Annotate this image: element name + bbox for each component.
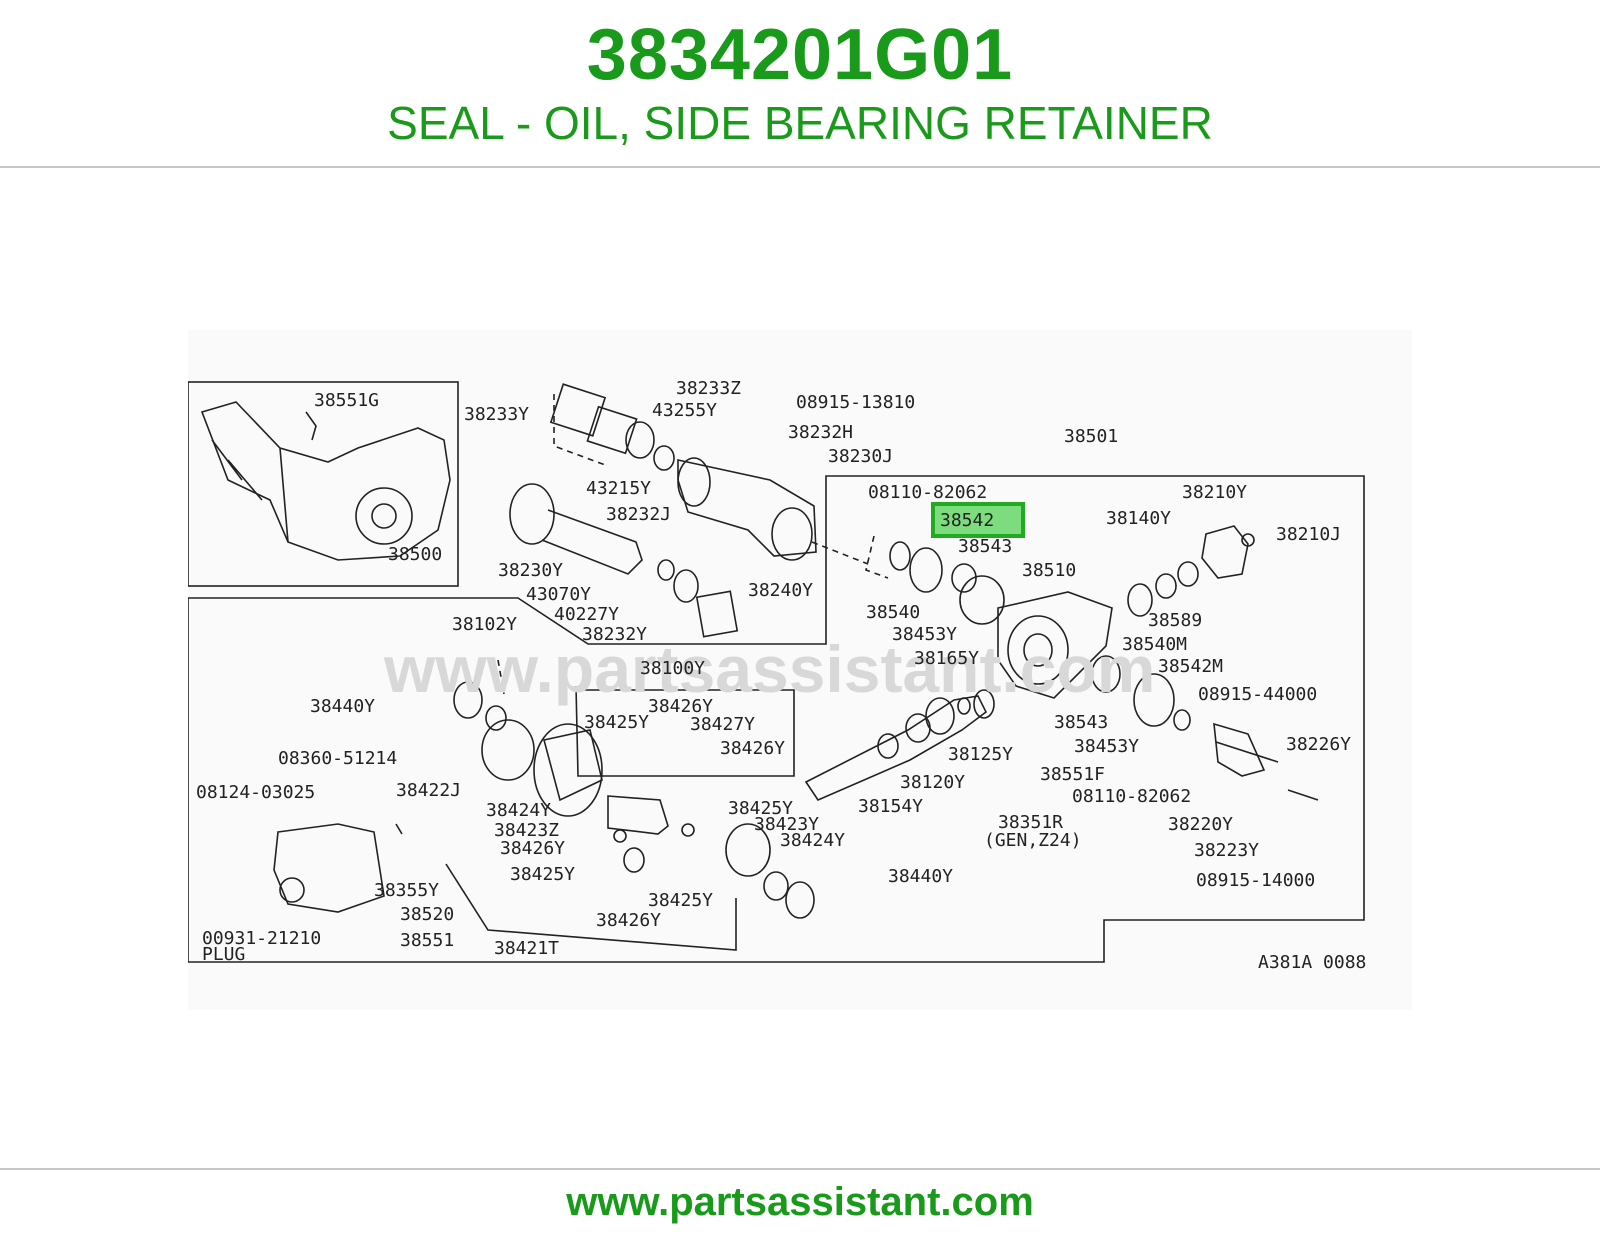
rear-cover-drawing [273, 823, 403, 913]
part-label: 38140Y [1106, 508, 1171, 529]
exploded-view-drawing: www.partsassistant.com 38551G 38500 3823… [187, 378, 1366, 973]
part-label: 08110-82062 [868, 482, 987, 503]
part-label: 08360-51214 [278, 748, 397, 769]
part-label: 38440Y [310, 696, 375, 717]
part-label: 38223Y [1194, 840, 1259, 861]
parts-diagram: www.partsassistant.com 38551G 38500 3823… [187, 330, 1412, 1010]
part-label: 38453Y [892, 624, 957, 645]
part-label: 43215Y [586, 478, 651, 499]
page-header: 3834201G01 SEAL - OIL, SIDE BEARING RETA… [0, 0, 1600, 170]
inset-label: 38500 [388, 544, 442, 565]
footer-divider [0, 1168, 1600, 1170]
inset-label: 38551G [314, 390, 379, 411]
part-label: 08915-13810 [796, 392, 915, 413]
header-divider [0, 166, 1600, 168]
part-label: 38426Y [500, 838, 565, 859]
part-label: 38424Y [780, 830, 845, 851]
part-label: 38423Y [754, 814, 819, 835]
highlighted-part-label: 38542 [940, 510, 994, 531]
part-label: 00931-21210 [202, 928, 321, 949]
part-label: 08110-82062 [1072, 786, 1191, 807]
leader-lines [445, 863, 737, 951]
part-label: 38426Y [720, 738, 785, 759]
plug-note: PLUG [202, 944, 245, 965]
part-label: 38220Y [1168, 814, 1233, 835]
part-label: 38125Y [948, 744, 1013, 765]
part-label: 40227Y [554, 604, 619, 625]
part-label: 08915-44000 [1198, 684, 1317, 705]
part-label: 08915-14000 [1196, 870, 1315, 891]
site-url[interactable]: www.partsassistant.com [566, 1180, 1034, 1224]
part-label: 38102Y [452, 614, 517, 635]
part-label: 38510 [1022, 560, 1076, 581]
part-label: 38165Y [914, 648, 979, 669]
part-label: 38501 [1064, 426, 1118, 447]
part-label: 38425Y [648, 890, 713, 911]
part-number-title: 3834201G01 [586, 15, 1014, 95]
part-label: 38210J [1276, 524, 1341, 545]
part-label: 38232Y [582, 624, 647, 645]
part-label: 38453Y [1074, 736, 1139, 757]
part-label: 08124-03025 [196, 782, 315, 803]
part-label: 38100Y [640, 658, 705, 679]
part-label: 38425Y [728, 798, 793, 819]
part-label: 38440Y [888, 866, 953, 887]
differential-group-box [575, 685, 795, 777]
part-label: 38233Y [464, 404, 529, 425]
part-label: 38540M [1122, 634, 1187, 655]
part-label: 38542M [1158, 656, 1223, 677]
part-label: 38210Y [1182, 482, 1247, 503]
assembly-frame [187, 475, 1365, 963]
part-description: SEAL - OIL, SIDE BEARING RETAINER [387, 97, 1213, 149]
part-label: 38422J [396, 780, 461, 801]
part-label: 38543 [958, 536, 1012, 557]
part-label: 38589 [1148, 610, 1202, 631]
part-label: 43070Y [526, 584, 591, 605]
part-label: 38232H [788, 422, 853, 443]
part-label: 38226Y [1286, 734, 1351, 755]
figure-code: A381A 0088 [1258, 952, 1366, 973]
part-label: 38120Y [900, 772, 965, 793]
part-label: 43255Y [652, 400, 717, 421]
part-label: 38230Y [498, 560, 563, 581]
part-label: 38233Z [676, 378, 741, 399]
part-label: 38351R [998, 812, 1063, 833]
part-label: 38427Y [690, 714, 755, 735]
axle-housing-inset-drawing [200, 401, 451, 561]
assembly-guide-lines [497, 394, 889, 695]
part-label: 38421T [494, 938, 559, 959]
highlighted-part-box [931, 502, 1025, 538]
pinion-and-ring-gear-drawing [453, 681, 995, 919]
part-label: 38230J [828, 446, 893, 467]
part-label: 38240Y [748, 580, 813, 601]
final-drive-carrier-drawing [889, 525, 1319, 801]
part-label: 38232J [606, 504, 671, 525]
part-label: 38551 [400, 930, 454, 951]
part-label: 38355Y [374, 880, 439, 901]
part-label: 38425Y [510, 864, 575, 885]
gen-note: (GEN,Z24) [984, 830, 1082, 851]
part-label: 38551F [1040, 764, 1105, 785]
part-label: 38424Y [486, 800, 551, 821]
part-label: 38543 [1054, 712, 1108, 733]
part-label: 38426Y [648, 696, 713, 717]
side-flange-drawings [509, 383, 817, 638]
part-label: 38425Y [584, 712, 649, 733]
watermark: www.partsassistant.com [383, 632, 1155, 706]
part-label: 38426Y [596, 910, 661, 931]
part-label: 38154Y [858, 796, 923, 817]
part-label: 38520 [400, 904, 454, 925]
inset-frame [187, 381, 459, 587]
part-label: 38423Z [494, 820, 559, 841]
part-label: 38540 [866, 602, 920, 623]
